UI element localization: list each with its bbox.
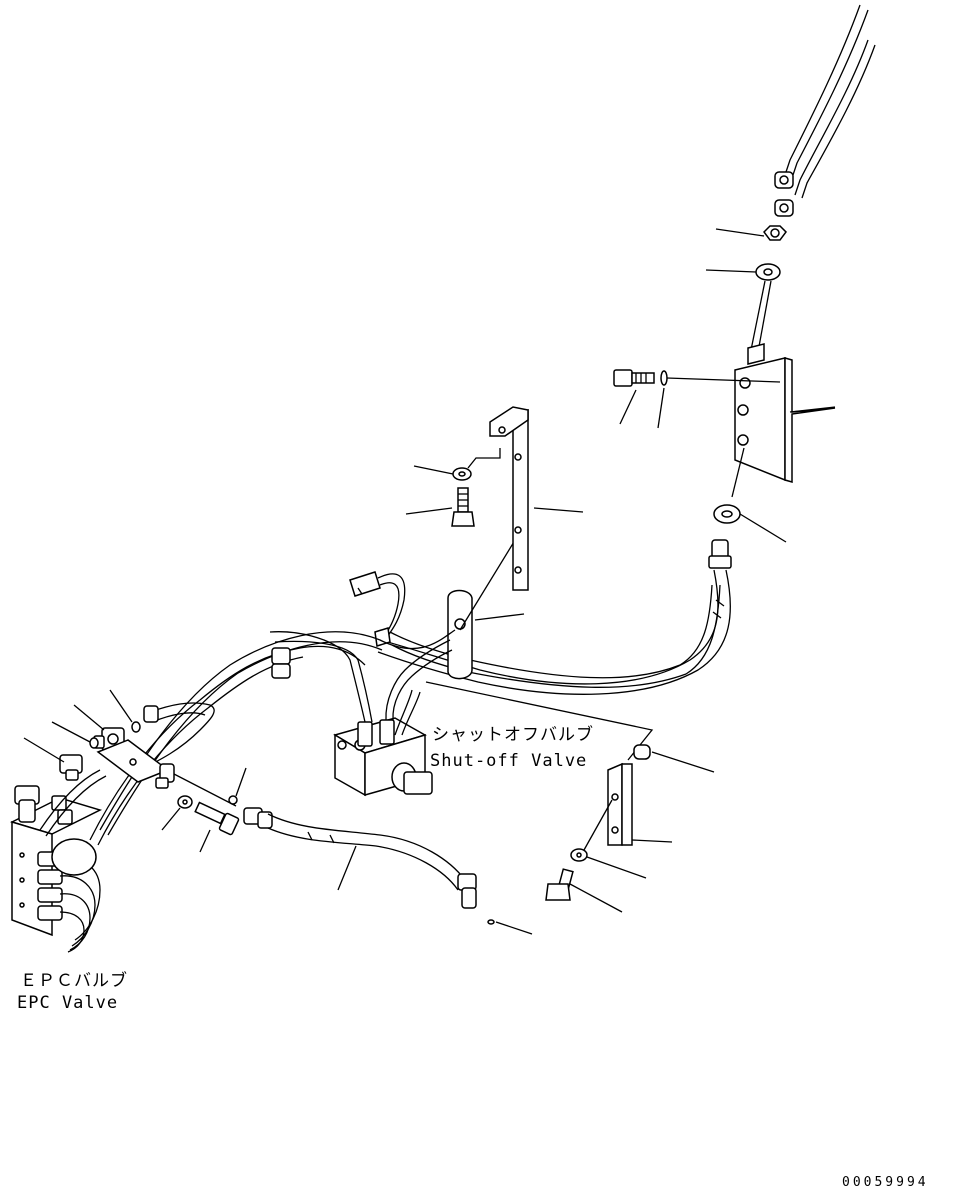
o-ring-epc	[228, 767, 247, 805]
washer-middle	[413, 448, 501, 481]
o-ring	[109, 689, 141, 733]
right-bracket	[734, 343, 836, 483]
elbow-fitting	[73, 704, 125, 751]
lower-hose	[243, 807, 477, 909]
pin	[487, 919, 533, 935]
shutoff-valve-label-en: Shut-off Valve	[430, 751, 587, 771]
small-plate	[96, 739, 237, 807]
drawing-number: 00059994	[842, 1175, 929, 1189]
bolt	[613, 369, 655, 425]
epc-valve	[9, 769, 107, 953]
electrical-connector	[349, 571, 406, 647]
hose-epc-left	[139, 702, 215, 771]
lock-washer	[657, 370, 781, 429]
o-ring-small	[51, 721, 99, 749]
leader-shutoff	[425, 681, 654, 761]
epc-valve-label-jp: ＥＰＣバルブ	[20, 970, 128, 991]
hose-clamp	[447, 531, 525, 680]
washer-lower-bracket	[570, 848, 647, 879]
epc-valve-label-en: EPC Valve	[17, 993, 118, 1013]
adapter-fitting	[23, 737, 83, 781]
washer	[705, 263, 781, 356]
shutoff-valve	[269, 631, 453, 797]
washer-lower	[713, 447, 787, 543]
bolt-middle	[405, 487, 475, 527]
long-hose	[377, 539, 732, 695]
bolt-epc	[194, 801, 240, 853]
shutoff-valve-label-jp: シャットオフバルブ	[432, 724, 594, 745]
nut	[715, 225, 787, 241]
bolt-lower-bracket	[545, 868, 623, 913]
washer-epc	[161, 795, 193, 831]
upper-hose-pair	[774, 4, 876, 217]
lower-bracket	[583, 744, 715, 851]
middle-bracket	[489, 406, 584, 591]
